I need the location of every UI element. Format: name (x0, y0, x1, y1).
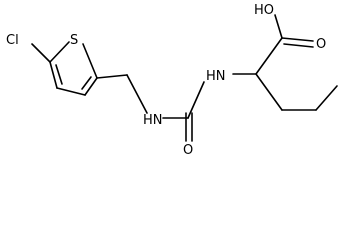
hydroxyl-label: HO (254, 3, 274, 18)
bond-cooh-oh (274, 14, 283, 39)
sulfur-label: S (70, 33, 78, 48)
bond-c5-c4-double (55, 64, 63, 85)
bond-c5-cl (31, 43, 51, 63)
bond-calpha-c1 (255, 73, 283, 111)
bond-urea-c-nh (187, 81, 205, 119)
amine-nh-label: HN (206, 69, 226, 84)
bond-c2-ch2 (96, 74, 128, 79)
bond-cooh-o-double (283, 43, 314, 48)
bond-s-c2 (82, 43, 98, 79)
bond-s-c5 (49, 41, 70, 63)
thiophene-ring (49, 41, 98, 96)
bond-c3-c2-double (81, 76, 92, 90)
chlorine-label: Cl (6, 33, 19, 48)
bond-c3-c2 (84, 77, 98, 96)
molecule-structure-diagram: Cl S HN HN O HO O (6, 3, 338, 155)
bond-calpha-cooh (255, 37, 283, 75)
bond-cooh-o (281, 37, 314, 42)
bond-ch2-nh (126, 74, 148, 114)
bond-c5-c4 (49, 61, 58, 89)
carbonyl-oxygen-label: O (316, 37, 326, 52)
bond-c2-c3 (315, 85, 338, 111)
bond-c4-c3 (56, 87, 86, 96)
urea-oxygen-label: O (183, 143, 193, 155)
amide-nh-label: HN (143, 113, 163, 128)
